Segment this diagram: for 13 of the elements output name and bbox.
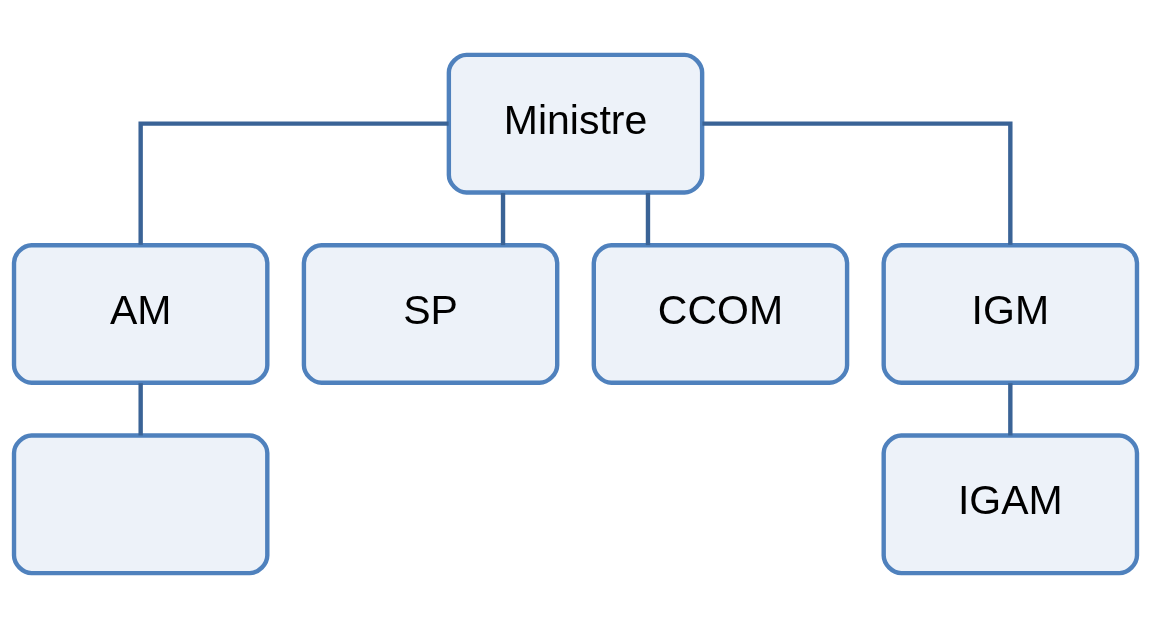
node-box: AM [11,243,270,385]
node-box: Ministre [446,52,705,195]
node-box: IGAM [881,433,1140,576]
connector [138,383,143,436]
connector [138,121,449,245]
node-box [11,433,270,576]
connector [645,192,651,246]
connector [702,121,1013,245]
connector [1008,383,1013,436]
node-box: CCOM [591,243,850,385]
node-box: SP [301,243,560,385]
node-box: IGM [881,243,1140,385]
connector [500,192,506,246]
